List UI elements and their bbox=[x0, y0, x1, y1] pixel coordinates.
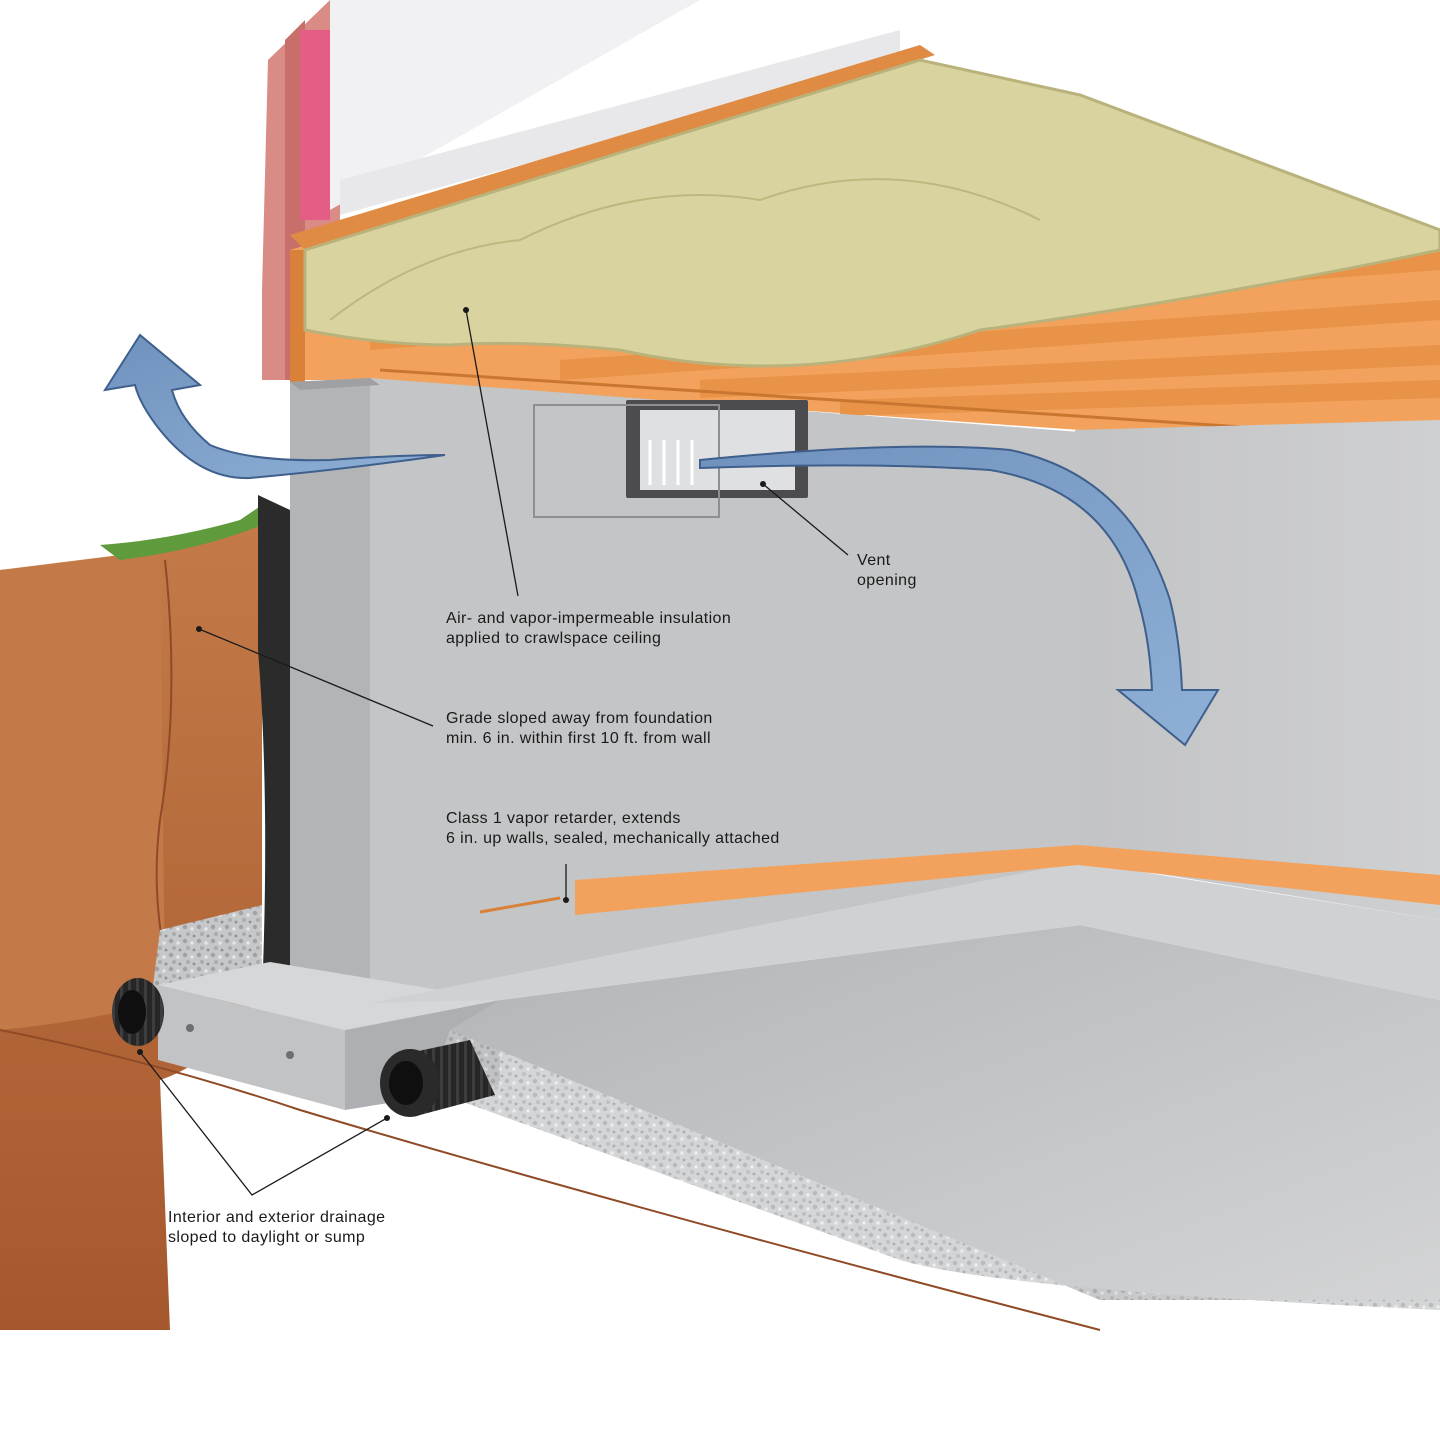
callout-vent-opening: Vent opening bbox=[857, 551, 917, 591]
callout-insulation-line1: Air- and vapor-impermeable insulation bbox=[446, 610, 732, 627]
interior-drain-pipe bbox=[380, 1040, 495, 1117]
airflow-arrow-outgoing bbox=[102, 333, 446, 480]
airflow-arrow-incoming bbox=[699, 445, 1220, 747]
callout-drainage-line1: Interior and exterior drainage bbox=[168, 1209, 386, 1226]
callout-grade: Grade sloped away from foundation min. 6… bbox=[446, 709, 713, 749]
crawlspace-floor bbox=[370, 862, 1440, 1310]
callout-insulation-line2: applied to crawlspace ceiling bbox=[446, 630, 662, 647]
callout-vapor-retarder-line2: 6 in. up walls, sealed, mechanically att… bbox=[446, 830, 780, 847]
callout-vapor-retarder-line1: Class 1 vapor retarder, extends bbox=[446, 810, 681, 827]
ceiling-insulation bbox=[303, 58, 1440, 368]
foundation-wall bbox=[290, 378, 1080, 1003]
callout-vent-line1: Vent bbox=[857, 552, 891, 569]
callout-drainage: Interior and exterior drainage sloped to… bbox=[168, 1208, 385, 1248]
callout-grade-line1: Grade sloped away from foundation bbox=[446, 710, 713, 727]
callout-grade-line2: min. 6 in. within first 10 ft. from wall bbox=[446, 730, 711, 747]
dampproofing-membrane bbox=[258, 495, 290, 995]
callout-vent-line2: opening bbox=[857, 572, 917, 589]
callout-vapor-retarder: Class 1 vapor retarder, extends 6 in. up… bbox=[446, 809, 780, 849]
callout-insulation: Air- and vapor-impermeable insulation ap… bbox=[446, 609, 731, 649]
vent-opening bbox=[533, 400, 808, 518]
callout-drainage-line2: sloped to daylight or sump bbox=[168, 1229, 366, 1246]
termination-strip bbox=[479, 845, 1440, 915]
leader-lines bbox=[137, 307, 849, 1196]
exterior-drain-pipe bbox=[112, 978, 164, 1046]
crawlspace-back-wall bbox=[1075, 420, 1440, 920]
house-siding bbox=[262, 0, 900, 380]
